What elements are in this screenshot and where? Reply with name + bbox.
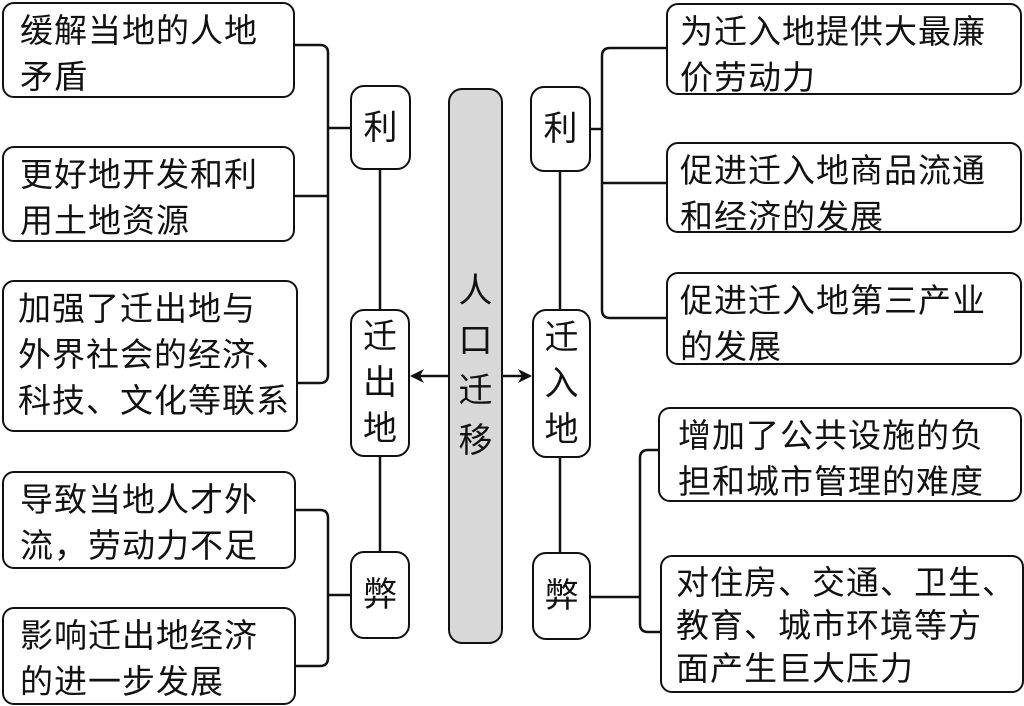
center-population-migration: 人 口 迁 移 [448, 88, 503, 644]
destination-con-box-1: 增加了公共设施的负 担和城市管理的难度 [658, 407, 1022, 502]
origin-label-char: 出 [363, 363, 397, 403]
left-pros-bracket [294, 43, 330, 385]
origin-label-char: 迁 [363, 317, 397, 357]
origin-pro-box-2: 更好地开发和利 用土地资源 [2, 146, 295, 242]
origin-label-box: 迁 出 地 [350, 309, 410, 457]
origin-pros-text: 利 [363, 107, 398, 148]
center-char: 口 [458, 321, 493, 361]
left-cons-bracket [294, 508, 330, 668]
origin-pro-box-3: 加强了迁出地与 外界社会的经济、 科技、文化等联系 [2, 280, 298, 432]
origin-con-box-2: 影响迁出地经济 的进一步发展 [2, 607, 296, 705]
destination-label-char: 入 [544, 363, 579, 404]
destination-pros-label: 利 [530, 86, 591, 172]
origin-label-char: 地 [363, 409, 397, 449]
right-pros-bracket [600, 46, 666, 320]
origin-cons-text: 弊 [363, 575, 397, 615]
center-char: 移 [458, 421, 493, 461]
destination-label-box: 迁 入 地 [532, 309, 591, 458]
destination-pro-box-2: 促进迁入地商品流通 和经济的发展 [666, 142, 1022, 236]
center-char: 人 [458, 271, 493, 311]
right-cons-bracket [638, 448, 660, 634]
origin-pro-box-1: 缓解当地的人地 矛盾 [2, 2, 295, 98]
destination-pro-box-1: 为迁入地提供大最廉 价劳动力 [666, 3, 1022, 97]
destination-con-box-2: 对住房、交通、卫生、 教育、城市环境等方 面产生巨大压力 [660, 555, 1024, 693]
destination-pros-text: 利 [543, 109, 578, 149]
arrow-left-head [410, 369, 424, 383]
destination-cons-label: 弊 [532, 552, 591, 640]
destination-label-char: 迁 [544, 317, 579, 358]
origin-pros-label: 利 [350, 85, 411, 170]
origin-cons-label: 弊 [350, 551, 410, 639]
destination-pro-box-3: 促进迁入地第三产业 的发展 [666, 272, 1022, 366]
center-char: 迁 [458, 371, 493, 411]
arrow-right-head [518, 369, 532, 383]
destination-cons-text: 弊 [544, 576, 579, 616]
origin-con-box-1: 导致当地人才外 流，劳动力不足 [2, 471, 296, 569]
destination-label-char: 地 [544, 409, 579, 450]
